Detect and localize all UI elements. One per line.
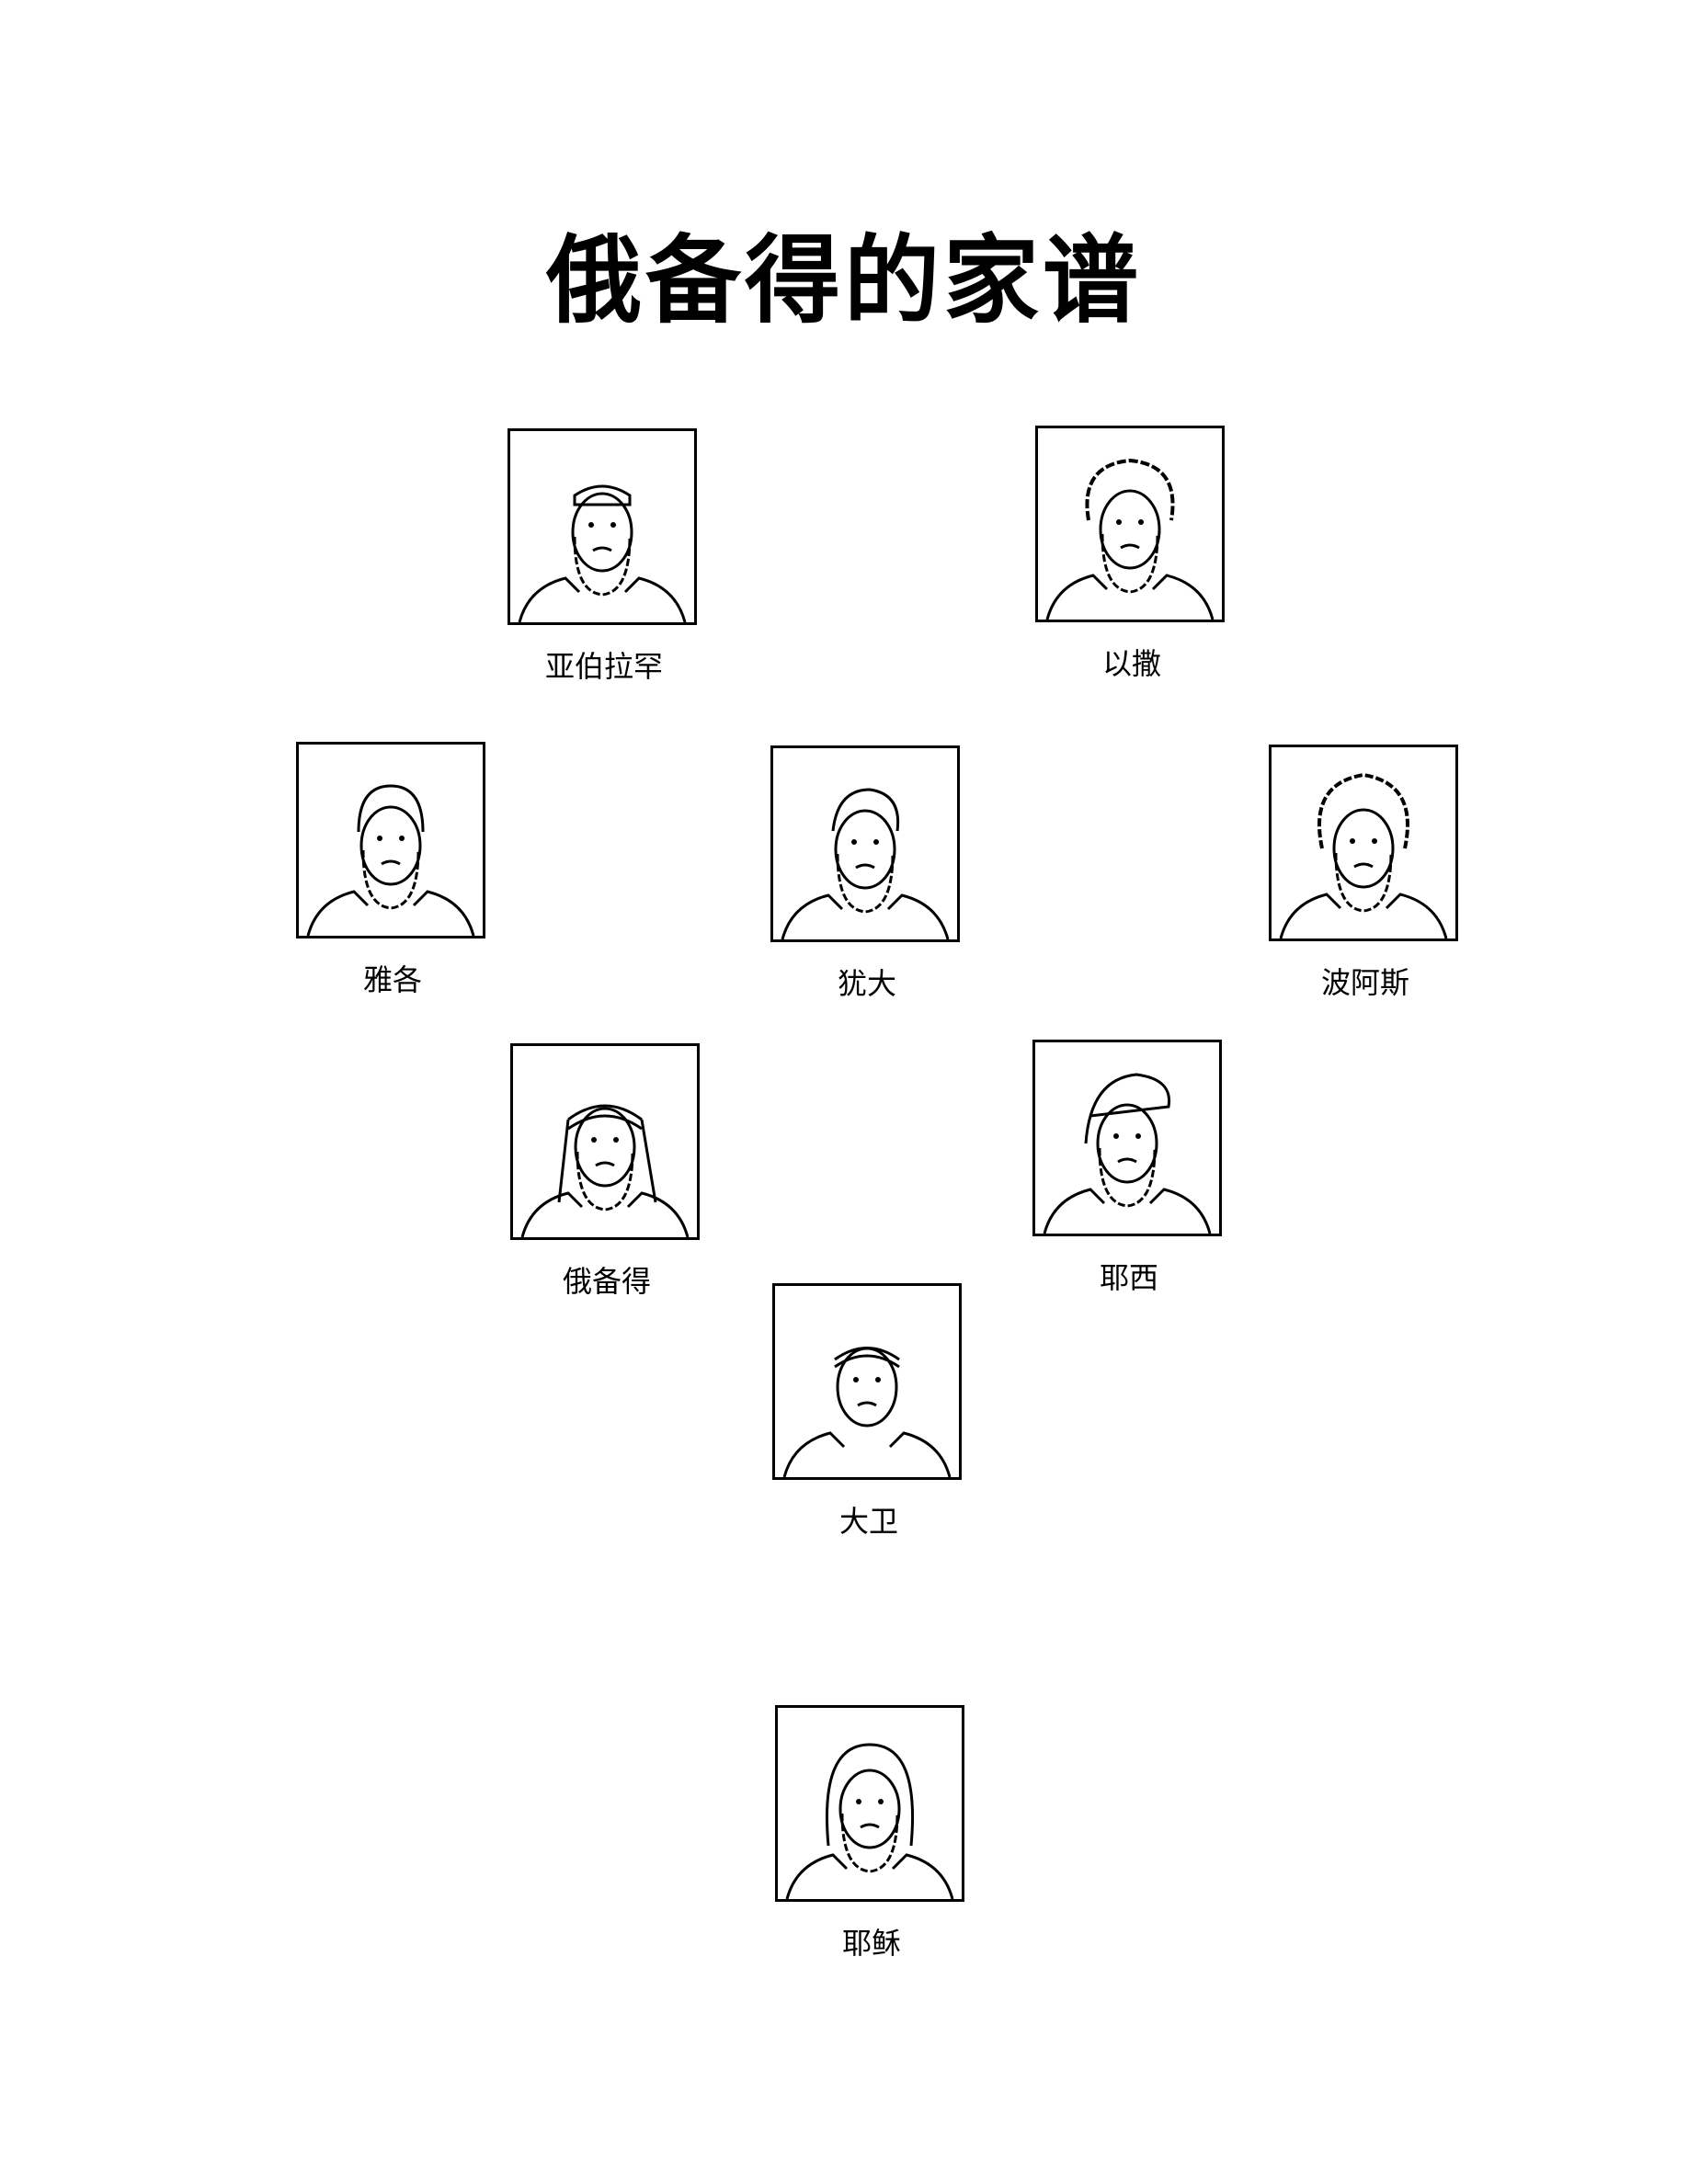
man-hood-portrait-icon [1032, 1040, 1222, 1236]
person-name: 大卫 [838, 1504, 898, 1539]
person-name: 波阿斯 [1320, 965, 1409, 1000]
curly-haired-man-portrait-icon [1035, 426, 1225, 622]
person-card: 以撒 [1035, 426, 1225, 681]
person-card: 雅各 [296, 742, 485, 997]
person-name: 耶西 [1099, 1260, 1158, 1295]
person-name: 俄备得 [562, 1264, 651, 1299]
young-man-headband-portrait-icon [772, 1283, 962, 1480]
bearded-man-headband-portrait-icon [508, 428, 697, 625]
person-card: 耶稣 [775, 1705, 964, 1961]
person-card: 犹大 [770, 745, 960, 1001]
person-card: 亚伯拉罕 [508, 428, 697, 684]
curly-bearded-man-portrait-icon [1269, 745, 1458, 941]
man-headcloth-portrait-icon [510, 1043, 700, 1240]
person-card: 波阿斯 [1269, 745, 1458, 1000]
person-card: 耶西 [1032, 1040, 1222, 1295]
bearded-man-eyes-closed-portrait-icon [296, 742, 485, 938]
jesus-portrait-icon [775, 1705, 964, 1902]
person-name: 以撒 [1101, 646, 1161, 681]
person-name: 亚伯拉罕 [544, 649, 663, 684]
person-name: 雅各 [362, 962, 422, 997]
bald-bearded-man-portrait-icon [770, 745, 960, 942]
person-card: 俄备得 [510, 1043, 700, 1299]
person-card: 大卫 [772, 1283, 962, 1539]
page-title: 俄备得的家谱 [545, 223, 1142, 336]
person-name: 耶稣 [841, 1926, 901, 1961]
person-name: 犹大 [837, 966, 896, 1001]
